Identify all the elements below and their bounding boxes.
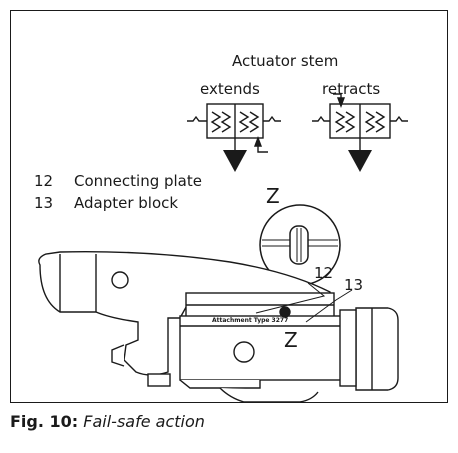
legend-number-12: 12	[34, 172, 54, 190]
connecting-plate	[185, 292, 335, 318]
callout-leaders	[255, 282, 353, 323]
figure-title: Fail-safe action	[83, 412, 205, 431]
legend-number-13: 13	[34, 194, 54, 212]
detail-letter-z: Z	[266, 184, 280, 208]
figure-frame	[10, 10, 448, 403]
valve-symbol-extends	[187, 103, 281, 153]
valve-symbol-retracts	[312, 93, 408, 150]
view-letter-z: Z	[284, 328, 298, 352]
pressure-triangle-right	[348, 150, 372, 172]
pressure-triangle-left	[223, 150, 247, 172]
figure-caption: Fig. 10: Fail-safe action	[10, 412, 205, 431]
adapter-block	[147, 306, 399, 403]
legend-text-12: Connecting plate	[74, 172, 202, 190]
extends-label: extends	[200, 80, 260, 98]
callout-13: 13	[344, 276, 364, 294]
retracts-label: retracts	[322, 80, 381, 98]
actuator-housing	[38, 251, 333, 376]
plate-inscription: Attachment Type 3277	[212, 317, 289, 324]
figure-number: Fig. 10:	[10, 412, 79, 431]
callout-12: 12	[314, 264, 334, 282]
detail-magnifier	[259, 204, 341, 286]
legend-text-13: Adapter block	[74, 194, 179, 212]
actuator-stem-header: Actuator stem	[232, 52, 339, 70]
